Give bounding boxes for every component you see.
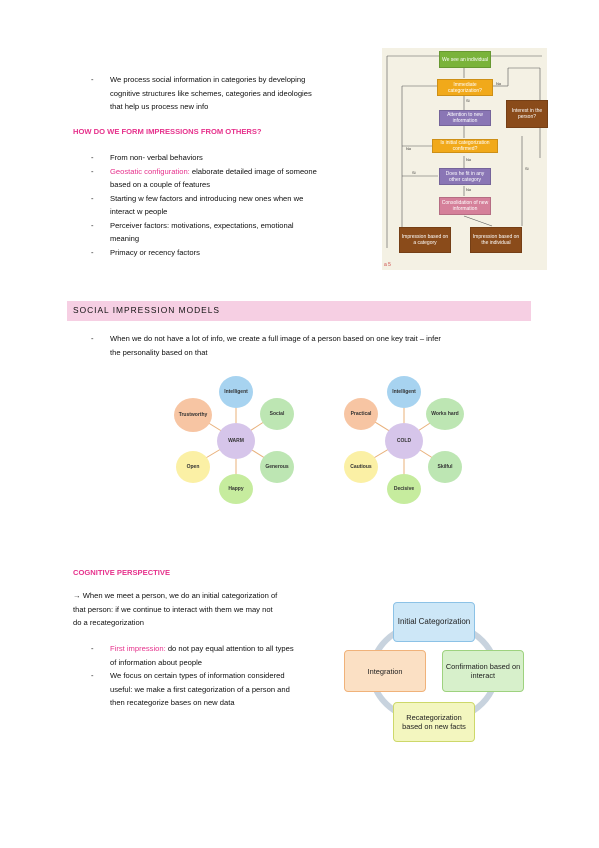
- flow-label-si-3: Si: [525, 166, 529, 171]
- flow-label-no-3: No: [466, 187, 472, 192]
- flow-node-impression-individual: Impression based on the individual: [470, 227, 522, 253]
- section-heading-impressions: HOW DO WE FORM IMPRESSIONS FROM OTHERS?: [73, 127, 262, 136]
- first-impression-line-2: of information about people: [110, 657, 203, 667]
- warm-trait-upper-right: Social: [260, 398, 294, 430]
- cold-trait-top: Intelligent: [387, 376, 421, 408]
- intro-line-2: cognitive structures like schemes, categ…: [110, 88, 312, 98]
- bullet-focus-l3: then recategorize bases on new data: [110, 698, 235, 707]
- warm-trait-top: Intelligent: [219, 376, 253, 408]
- warm-center: WARM: [217, 423, 255, 459]
- flow-label-no-4: No: [496, 81, 502, 86]
- cycle-node-integration: Integration: [344, 650, 426, 692]
- flow-node-consolidation: Consolidation of new information: [439, 197, 491, 215]
- flow-node-other-category: Does he fit in any other category: [439, 168, 491, 185]
- right-arrow-icon: →: [73, 591, 81, 600]
- flow-node-impression-category: Impression based on a category: [399, 227, 451, 253]
- social-models-bullet: - When we do not have a lot of info, we …: [91, 332, 531, 359]
- cold-trait-lower-right: Skilful: [428, 451, 462, 483]
- warm-trait-upper-left: Trustworthy: [174, 398, 212, 432]
- bullet-perceiver-l1: Perceiver factors: motivations, expectat…: [110, 220, 294, 230]
- flow-node-confirmed: Is initial categorization confirmed?: [432, 139, 498, 153]
- impressions-bullets: - From non- verbal behaviors - Geostatic…: [91, 151, 381, 259]
- cold-trait-upper-right: Works hard: [426, 398, 464, 430]
- bullet-perceiver-l2: meaning: [110, 234, 140, 243]
- geostatic-label: Geostatic configuration:: [110, 166, 190, 176]
- cold-trait-diagram: COLD Intelligent Works hard Skilful Deci…: [340, 376, 468, 504]
- flow-label-si-2: Si: [412, 170, 416, 175]
- flow-node-attention: Attention to new information: [439, 110, 491, 126]
- intro-line-3: that help us process new info: [110, 102, 209, 111]
- cognitive-bullets: - First impression: do not pay equal att…: [91, 642, 341, 710]
- bullet-focus-l2: useful: we make a first categorization o…: [110, 684, 290, 694]
- first-impression-label: First impression:: [110, 644, 166, 653]
- flow-node-immediate-categorization: Immediate categorization?: [437, 79, 493, 96]
- intro-bullet: - We process social information in categ…: [91, 73, 381, 114]
- dash-marker: -: [91, 644, 94, 653]
- dash-marker: -: [91, 153, 94, 162]
- geostatic-line-2: based on a couple of features: [110, 180, 211, 189]
- bullet-starting-l2: interact w people: [110, 207, 168, 216]
- dash-marker: -: [91, 220, 94, 230]
- cognitive-line-1: → When we meet a person, we do an initia…: [73, 589, 343, 603]
- cold-trait-lower-left: Cautious: [344, 451, 378, 483]
- section-heading-social-impression: SOCIAL IMPRESSION MODELS: [73, 305, 221, 315]
- dash-marker: -: [91, 75, 94, 84]
- cognitive-paragraph: → When we meet a person, we do an initia…: [73, 589, 343, 630]
- dash-marker: -: [91, 166, 94, 176]
- flow-label-no-2: No: [466, 157, 472, 162]
- flow-corner-label: a 5: [384, 262, 391, 268]
- flow-label-si: Si: [466, 98, 470, 103]
- warm-trait-bottom: Happy: [219, 474, 253, 504]
- dash-marker: -: [91, 247, 94, 257]
- cycle-node-recategorization: Recategorization based on new facts: [393, 702, 475, 742]
- cold-trait-bottom: Decisive: [387, 474, 421, 504]
- cold-center: COLD: [385, 423, 423, 459]
- flow-label-no: No: [406, 146, 412, 151]
- cycle-node-confirmation: Confirmation based on interact: [442, 650, 524, 692]
- bullet-focus-l1: We focus on certain types of information…: [110, 671, 285, 680]
- bullet-geostatic: Geostatic configuration: elaborate detai…: [110, 165, 381, 179]
- cognitive-text-1: When we meet a person, we do an initial …: [80, 591, 278, 600]
- flowchart-figure: We see an individual Immediate categoriz…: [382, 48, 548, 270]
- geostatic-text: elaborate detailed image of someone: [189, 166, 317, 176]
- bullet-primacy: Primacy or recency factors: [110, 247, 200, 257]
- cognitive-line-3: do a recategorization: [73, 618, 144, 627]
- bullet-first-impression: First impression: do not pay equal atten…: [110, 642, 341, 656]
- section-heading-cognitive: COGNITIVE PERSPECTIVE: [73, 568, 171, 577]
- cycle-node-initial-categorization: Initial Categorization: [393, 602, 475, 642]
- warm-trait-lower-left: Open: [176, 451, 210, 483]
- section-band-social-impression: SOCIAL IMPRESSION MODELS: [67, 301, 531, 321]
- bullet-starting-l1: Starting w few factors and introducing n…: [110, 193, 304, 203]
- dash-marker: -: [91, 334, 94, 343]
- intro-line-1: We process social information in categor…: [110, 75, 306, 84]
- warm-trait-diagram: WARM Intelligent Social Generous Happy O…: [172, 376, 300, 504]
- categorization-cycle-diagram: Initial Categorization Confirmation base…: [343, 600, 525, 744]
- bullet-nonverbal: From non- verbal behaviors: [110, 153, 203, 162]
- flow-node-interest: Interest in the person?: [506, 100, 548, 128]
- cognitive-line-2: that person: if we continue to interact …: [73, 604, 273, 614]
- warm-trait-lower-right: Generous: [260, 451, 294, 483]
- social-models-line-2: the personality based on that: [110, 347, 208, 357]
- first-impression-text: do not pay equal attention to all types: [165, 644, 294, 653]
- cold-trait-upper-left: Practical: [344, 398, 378, 430]
- dash-marker: -: [91, 193, 94, 203]
- social-models-line-1: When we do not have a lot of info, we cr…: [110, 334, 441, 343]
- dash-marker: -: [91, 671, 94, 680]
- flow-node-see-individual: We see an individual: [439, 51, 491, 68]
